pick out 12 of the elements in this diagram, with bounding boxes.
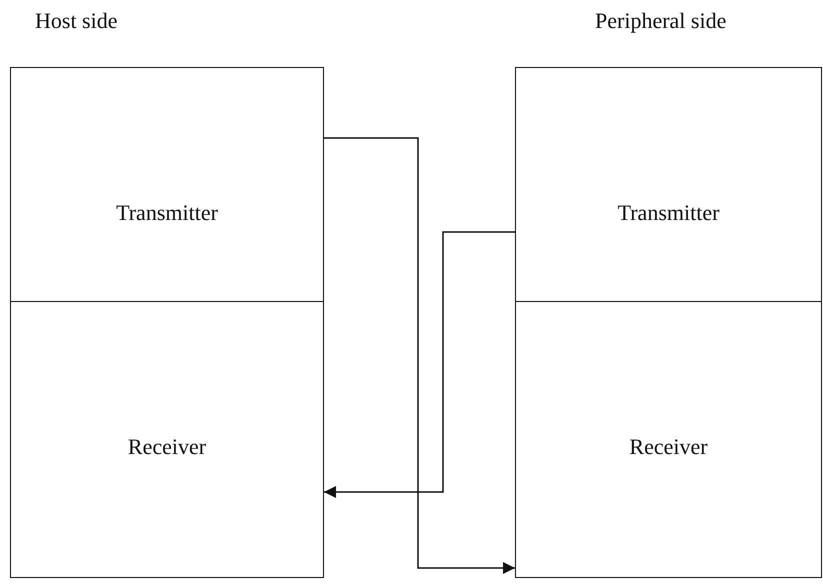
block-label: Transmitter (115, 200, 219, 226)
block-label: Receiver (628, 434, 709, 460)
block-box (515, 301, 822, 578)
block-box (10, 67, 324, 302)
signal-arrow (324, 231, 515, 498)
block-box (515, 67, 822, 302)
block-label: Transmitter (616, 200, 720, 226)
side-heading: Host side (35, 8, 118, 34)
side-heading: Peripheral side (595, 8, 726, 34)
block-label: Receiver (126, 434, 208, 460)
signal-arrow (324, 137, 515, 574)
block-box (10, 301, 324, 578)
